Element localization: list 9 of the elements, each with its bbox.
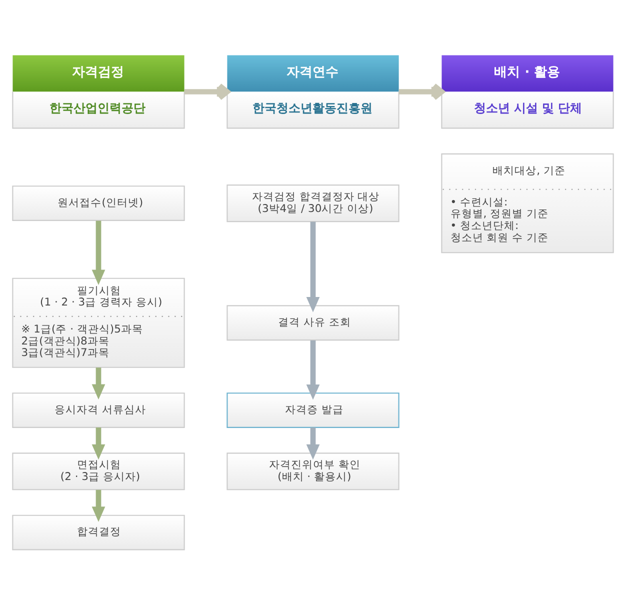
arrow [306, 427, 320, 460]
arrow [92, 427, 106, 460]
arrow [306, 222, 320, 312]
arrow [398, 83, 444, 100]
arrow [92, 220, 106, 285]
arrow [184, 83, 230, 100]
arrow [306, 340, 320, 400]
arrow [92, 490, 106, 522]
arrow [92, 368, 106, 400]
